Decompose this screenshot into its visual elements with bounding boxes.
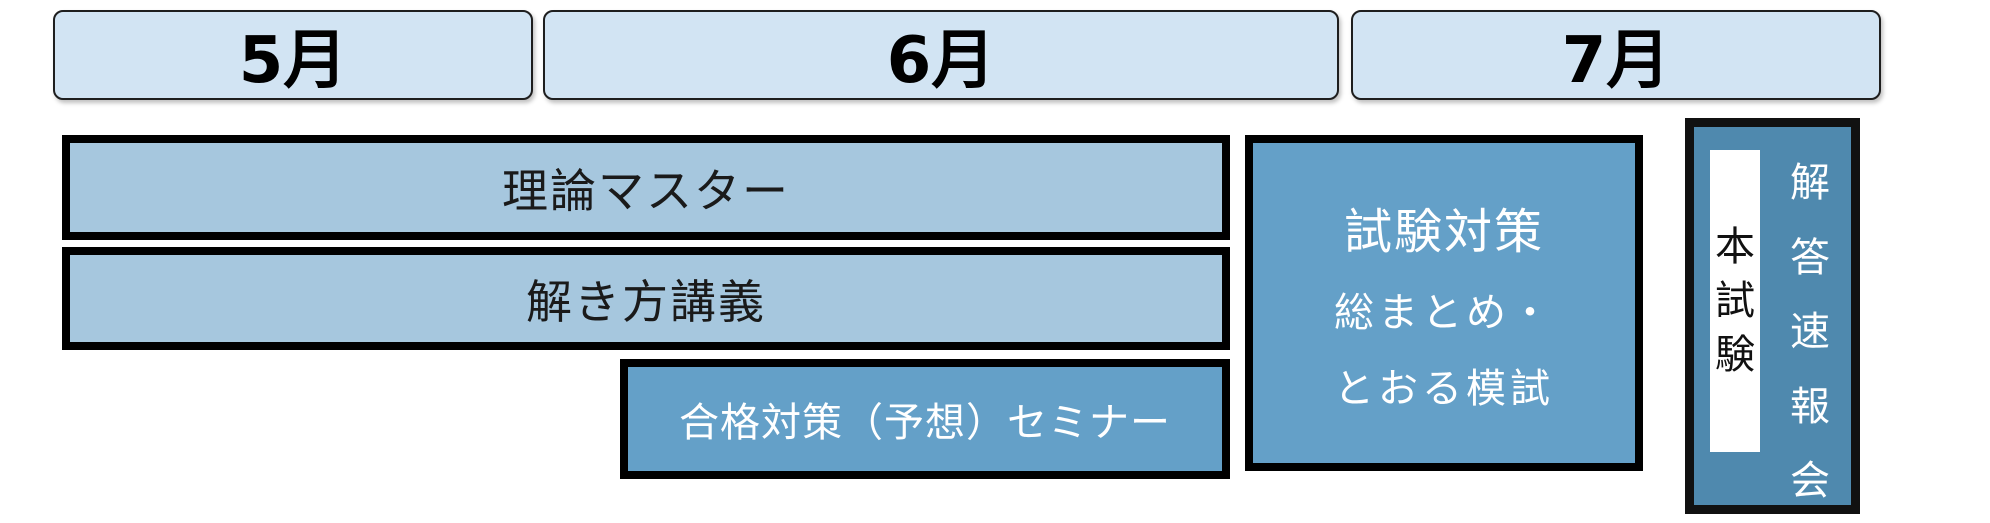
exam-prep-line-1: 試験対策 [1343, 204, 1544, 260]
month-header-may: 5月 [53, 10, 533, 100]
month-header-june: 6月 [543, 10, 1339, 100]
exam-prep-line-3: とおる模試 [1334, 366, 1554, 412]
flash-report-char: 解 [1790, 160, 1830, 206]
flash-report-char: 答 [1790, 234, 1830, 281]
exam-day-label: 本 試 験 [1710, 150, 1760, 452]
course-bar-theory-master: 理論マスター [62, 135, 1230, 240]
course-bar-exam-prep: 試験対策 総まとめ・ とおる模試 [1245, 135, 1643, 471]
exam-day-char: 試 [1715, 278, 1755, 324]
flash-report-char: 会 [1790, 458, 1830, 504]
course-bar-seminar: 合格対策（予想）セミナー [620, 359, 1230, 479]
month-header-july: 7月 [1351, 10, 1881, 100]
course-label-theory-master: 理論マスター [502, 163, 790, 218]
exam-day-char: 本 [1715, 224, 1755, 270]
course-label-seminar: 合格対策（予想）セミナー [679, 400, 1171, 446]
exam-day-char: 験 [1715, 332, 1755, 378]
course-bar-solution-lecture: 解き方講義 [62, 247, 1230, 350]
course-label-solution-lecture: 解き方講義 [526, 274, 766, 329]
flash-report-char: 速 [1790, 309, 1830, 355]
exam-prep-line-2: 総まとめ・ [1334, 290, 1554, 336]
flash-report-label: 解 答 速 報 会 [1780, 150, 1840, 506]
flash-report-char: 報 [1790, 383, 1830, 430]
